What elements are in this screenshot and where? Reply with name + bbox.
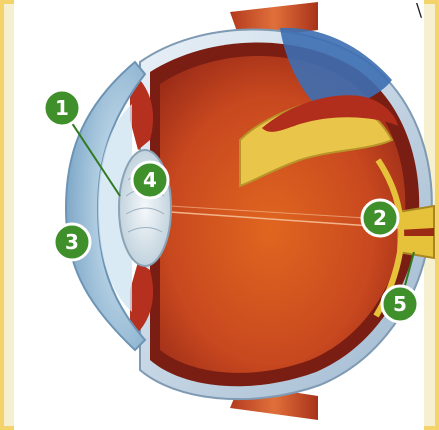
label-text-4: 4 — [143, 168, 157, 192]
label-text-2: 2 — [373, 206, 387, 230]
label-text-5: 5 — [393, 292, 407, 316]
label-badge-3: 3 — [54, 224, 90, 260]
label-badge-2: 2 — [362, 200, 398, 236]
label-badge-5: 5 — [382, 286, 418, 322]
corner-mark: \ — [416, 0, 423, 21]
label-badge-4: 4 — [132, 162, 168, 198]
label-text-1: 1 — [55, 96, 69, 120]
label-badge-1: 1 — [44, 90, 80, 126]
label-text-3: 3 — [65, 230, 79, 254]
